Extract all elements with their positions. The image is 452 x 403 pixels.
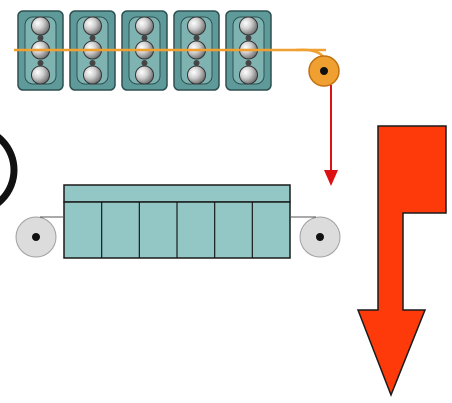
roller	[187, 16, 206, 36]
roller	[135, 65, 154, 85]
left-circle-fragment	[0, 134, 18, 206]
roller-stack-group	[17, 10, 272, 91]
oven-zone-dividers	[101, 202, 253, 258]
left-idler-roll	[15, 216, 57, 258]
roller	[31, 16, 50, 36]
roller	[239, 16, 258, 36]
roller	[239, 65, 258, 85]
big-down-arrow	[356, 125, 447, 398]
oven-top-band	[63, 184, 291, 203]
roller	[187, 65, 206, 85]
roller	[31, 65, 50, 85]
right-idler-roll	[299, 216, 341, 258]
roller	[135, 16, 154, 36]
roller	[83, 16, 102, 36]
connector-arrow	[324, 85, 338, 186]
oven-unit	[40, 184, 316, 259]
drive-roll	[308, 55, 340, 87]
roller	[83, 65, 102, 85]
